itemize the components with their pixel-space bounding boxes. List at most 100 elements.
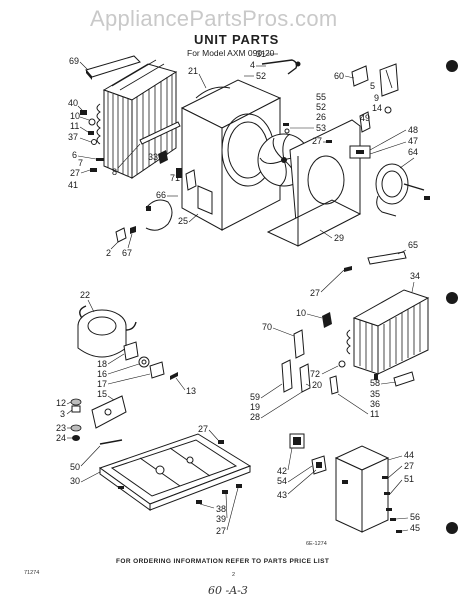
label-52a: 52 bbox=[256, 71, 266, 81]
label-11b: 11 bbox=[370, 409, 379, 419]
page-code: 71274 bbox=[24, 570, 39, 576]
part-fan-motor bbox=[375, 163, 430, 217]
handwritten-note: 60 -A-3 bbox=[208, 584, 248, 597]
label-27d: 27 bbox=[198, 424, 208, 434]
part-mount-plate bbox=[91, 395, 127, 429]
label-11a: 11 bbox=[70, 121, 79, 131]
part-compressor bbox=[77, 305, 137, 358]
part-scroll-housing bbox=[266, 119, 362, 247]
label-27c: 27 bbox=[310, 288, 320, 298]
label-43: 43 bbox=[277, 490, 287, 500]
part-terminal-block bbox=[289, 433, 327, 475]
label-6: 6 bbox=[72, 150, 77, 160]
part-small-fasteners-left bbox=[80, 110, 104, 172]
label-15: 15 bbox=[97, 389, 107, 399]
label-27f: 27 bbox=[216, 526, 226, 536]
label-14: 14 bbox=[372, 103, 382, 113]
label-50: 50 bbox=[70, 462, 80, 472]
label-36: 36 bbox=[370, 399, 380, 409]
label-35: 35 bbox=[370, 389, 380, 399]
label-55: 55 bbox=[316, 92, 326, 102]
label-51: 51 bbox=[404, 474, 414, 484]
part-terminal-cover-set bbox=[123, 341, 178, 380]
label-3: 3 bbox=[60, 409, 65, 419]
label-22: 22 bbox=[80, 290, 90, 300]
watermark: AppliancePartsPros.com bbox=[90, 6, 337, 31]
label-9: 9 bbox=[374, 93, 379, 103]
label-39: 39 bbox=[216, 514, 226, 524]
label-31: 31 bbox=[256, 49, 266, 59]
label-37: 37 bbox=[68, 132, 78, 142]
label-5: 5 bbox=[370, 81, 375, 91]
label-71: 71 bbox=[170, 173, 180, 183]
part-coil-fittings bbox=[322, 312, 415, 395]
label-27b: 27 bbox=[312, 136, 322, 146]
label-66: 66 bbox=[156, 190, 166, 200]
label-54: 54 bbox=[277, 476, 287, 486]
part-capacitor bbox=[349, 145, 371, 159]
label-33: 33 bbox=[148, 152, 158, 162]
label-34: 34 bbox=[410, 271, 420, 281]
part-control-box bbox=[334, 445, 390, 533]
part-screw-27 bbox=[326, 140, 332, 143]
label-58: 58 bbox=[370, 378, 380, 388]
label-44: 44 bbox=[404, 450, 414, 460]
label-40: 40 bbox=[68, 98, 78, 108]
part-base-fasteners bbox=[196, 484, 242, 504]
label-53: 53 bbox=[316, 123, 326, 133]
page-number: 2 bbox=[232, 572, 235, 578]
label-20: 20 bbox=[312, 380, 322, 390]
part-switch-brackets bbox=[351, 63, 399, 133]
label-12: 12 bbox=[56, 398, 66, 408]
label-59: 59 bbox=[250, 392, 260, 402]
label-42: 42 bbox=[277, 466, 287, 476]
label-23: 23 bbox=[56, 423, 66, 433]
punch-hole-bottom bbox=[446, 522, 458, 534]
punch-hole-middle bbox=[446, 292, 458, 304]
part-bracket-strip bbox=[344, 251, 407, 272]
label-25: 25 bbox=[178, 216, 188, 226]
label-60: 60 bbox=[334, 71, 344, 81]
part-small-brackets-center bbox=[158, 150, 197, 191]
label-65: 65 bbox=[408, 240, 418, 250]
label-72: 72 bbox=[310, 369, 320, 379]
punch-hole-top bbox=[446, 60, 458, 72]
label-21: 21 bbox=[188, 66, 198, 76]
label-45: 45 bbox=[410, 523, 420, 533]
label-48: 48 bbox=[408, 125, 418, 135]
part-drain-parts bbox=[374, 374, 378, 380]
label-64: 64 bbox=[408, 147, 418, 157]
label-27a: 27 bbox=[70, 168, 80, 178]
label-19: 19 bbox=[250, 402, 260, 412]
part-rail bbox=[139, 121, 181, 145]
label-27e: 27 bbox=[404, 461, 414, 471]
part-shroud bbox=[180, 79, 282, 231]
part-rod bbox=[261, 59, 301, 75]
label-28: 28 bbox=[250, 412, 260, 422]
part-wire-harness bbox=[115, 199, 173, 243]
label-10b: 10 bbox=[296, 308, 306, 318]
label-47: 47 bbox=[408, 136, 418, 146]
part-grommet-stack bbox=[70, 398, 82, 441]
label-13: 13 bbox=[186, 386, 196, 396]
part-bracket-70 bbox=[281, 329, 311, 393]
label-41: 41 bbox=[68, 180, 78, 190]
part-top-strip bbox=[85, 55, 141, 80]
label-38: 38 bbox=[216, 504, 226, 514]
label-56: 56 bbox=[410, 512, 420, 522]
part-pan-screws bbox=[99, 439, 224, 445]
part-base-pan bbox=[98, 433, 252, 511]
label-17: 17 bbox=[97, 379, 107, 389]
label-29: 29 bbox=[334, 233, 344, 243]
part-evaporator-coil bbox=[96, 59, 178, 179]
label-70: 70 bbox=[262, 322, 272, 332]
label-52b: 52 bbox=[316, 102, 326, 112]
label-67: 67 bbox=[122, 248, 132, 258]
label-10a: 10 bbox=[70, 111, 80, 121]
ordering-footer: FOR ORDERING INFORMATION REFER TO PARTS … bbox=[116, 558, 329, 565]
label-18: 18 bbox=[97, 359, 107, 369]
label-49: 49 bbox=[360, 113, 370, 123]
label-30: 30 bbox=[70, 476, 80, 486]
label-8: 8 bbox=[112, 167, 117, 177]
